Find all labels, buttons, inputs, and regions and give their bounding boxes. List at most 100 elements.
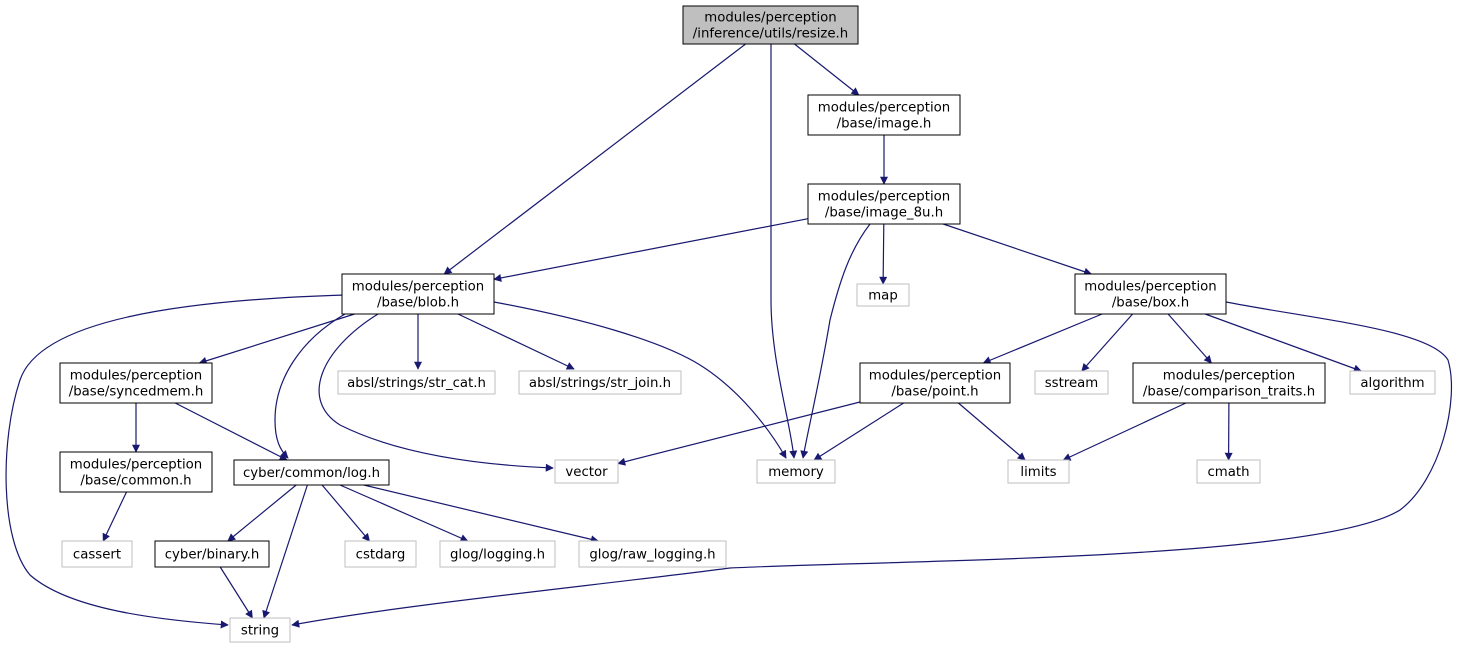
node-label: modules/perception xyxy=(1163,369,1295,384)
node-vector[interactable]: vector xyxy=(554,459,619,484)
node-box xyxy=(756,459,836,484)
edge-box-to-point xyxy=(982,313,1103,364)
node-box xyxy=(61,540,133,568)
node-cmath[interactable]: cmath xyxy=(1196,459,1261,484)
node-label: algorithm xyxy=(1360,376,1424,391)
node-label: /base/blob.h xyxy=(377,296,459,311)
edge-box-to-sstream xyxy=(1081,313,1134,372)
node-limits[interactable]: limits xyxy=(1007,459,1070,484)
node-label: absl/strings/str_join.h xyxy=(529,376,671,391)
edge-comparison-to-limits xyxy=(1062,402,1187,461)
edge-image8u-to-blob xyxy=(493,218,809,282)
node-label: modules/perception xyxy=(818,101,950,116)
node-map[interactable]: map xyxy=(856,283,910,307)
node-label: cmath xyxy=(1207,465,1249,480)
node-label: glog/logging.h xyxy=(450,548,545,563)
node-label: modules/perception xyxy=(70,369,202,384)
edge-box-to-comparison xyxy=(1167,313,1212,364)
node-label: string xyxy=(241,624,279,639)
node-comparison[interactable]: modules/perception/base/comparison_trait… xyxy=(1132,362,1326,404)
node-label: /base/syncedmem.h xyxy=(69,385,204,400)
edge-box-to-string xyxy=(291,301,1453,628)
edge-point-to-memory xyxy=(813,402,904,461)
node-box xyxy=(682,5,859,45)
node-box xyxy=(233,459,390,486)
edge-image8u-to-memory xyxy=(800,223,871,459)
node-label: modules/perception xyxy=(352,280,484,295)
node-label: cyber/common/log.h xyxy=(243,466,380,481)
node-label: absl/strings/str_cat.h xyxy=(347,376,486,391)
node-cstdarg[interactable]: cstdarg xyxy=(344,540,417,568)
node-box xyxy=(578,540,727,568)
node-common[interactable]: modules/perception/base/common.h xyxy=(59,451,213,493)
node-label: vector xyxy=(565,465,608,480)
edge-resize-to-blob xyxy=(443,43,746,275)
node-syncedmem[interactable]: modules/perception/base/syncedmem.h xyxy=(59,362,213,404)
node-label: cyber/binary.h xyxy=(165,548,260,563)
node-label: cassert xyxy=(73,548,121,563)
node-string[interactable]: string xyxy=(229,617,291,643)
node-blob[interactable]: modules/perception/base/blob.h xyxy=(341,273,495,315)
edge-point-to-vector xyxy=(617,401,861,466)
edge-blob-to-string xyxy=(5,294,347,629)
node-image8u[interactable]: modules/perception/base/image_8u.h xyxy=(807,183,961,225)
node-label: glog/raw_logging.h xyxy=(589,548,715,563)
node-label: memory xyxy=(768,465,824,480)
node-label: map xyxy=(868,289,898,304)
node-box xyxy=(807,183,961,225)
edge-binary-to-string xyxy=(219,566,253,619)
edge-image8u-to-box xyxy=(943,223,1093,276)
node-layer: modules/perception/inference/utils/resiz… xyxy=(59,5,1436,643)
node-label: /base/point.h xyxy=(891,385,978,400)
node-box xyxy=(337,370,496,395)
node-box xyxy=(1349,370,1436,395)
node-box xyxy=(859,362,1011,404)
node-label: modules/perception xyxy=(1084,280,1216,295)
node-box xyxy=(229,617,291,643)
node-box xyxy=(1074,273,1227,315)
edge-resize-to-memory xyxy=(770,44,798,459)
node-box xyxy=(1007,459,1070,484)
node-label: modules/perception xyxy=(70,458,202,473)
node-box xyxy=(59,451,213,493)
edge-log-to-cstdarg xyxy=(321,484,371,542)
edge-layer xyxy=(5,43,1453,629)
node-algorithm[interactable]: algorithm xyxy=(1349,370,1436,395)
edge-blob-to-vector xyxy=(318,313,554,472)
edge-blob-to-strjoin xyxy=(457,313,575,370)
node-box xyxy=(1196,459,1261,484)
edge-resize-to-image xyxy=(794,43,860,96)
node-box xyxy=(344,540,417,568)
node-label: /base/image_8u.h xyxy=(825,206,943,221)
edge-log-to-glog xyxy=(339,484,469,542)
edge-syncedmem-to-log xyxy=(174,402,288,461)
node-cassert[interactable]: cassert xyxy=(61,540,133,568)
node-label: /base/box.h xyxy=(1112,296,1189,311)
node-box xyxy=(1034,370,1109,395)
edge-image8u-to-map xyxy=(879,223,888,285)
node-memory[interactable]: memory xyxy=(756,459,836,484)
node-box[interactable]: modules/perception/base/box.h xyxy=(1074,273,1227,315)
node-log[interactable]: cyber/common/log.h xyxy=(233,459,390,486)
node-sstream[interactable]: sstream xyxy=(1034,370,1109,395)
node-image[interactable]: modules/perception/base/image.h xyxy=(807,94,961,136)
node-strcat[interactable]: absl/strings/str_cat.h xyxy=(337,370,496,395)
node-rawlog[interactable]: glog/raw_logging.h xyxy=(578,540,727,568)
node-point[interactable]: modules/perception/base/point.h xyxy=(859,362,1011,404)
node-box xyxy=(1132,362,1326,404)
node-label: modules/perception xyxy=(869,369,1001,384)
node-box xyxy=(554,459,619,484)
node-resize[interactable]: modules/perception/inference/utils/resiz… xyxy=(682,5,859,45)
edge-log-to-string xyxy=(262,484,308,619)
node-binary[interactable]: cyber/binary.h xyxy=(154,540,270,568)
node-strjoin[interactable]: absl/strings/str_join.h xyxy=(518,370,682,395)
edge-point-to-limits xyxy=(958,402,1026,461)
node-box xyxy=(154,540,270,568)
edge-blob-to-syncedmem xyxy=(198,313,355,365)
node-label: modules/perception xyxy=(704,11,836,26)
node-label: /base/common.h xyxy=(80,474,191,489)
node-label: limits xyxy=(1020,465,1056,480)
node-glog[interactable]: glog/logging.h xyxy=(439,540,556,568)
node-label: sstream xyxy=(1045,376,1099,391)
